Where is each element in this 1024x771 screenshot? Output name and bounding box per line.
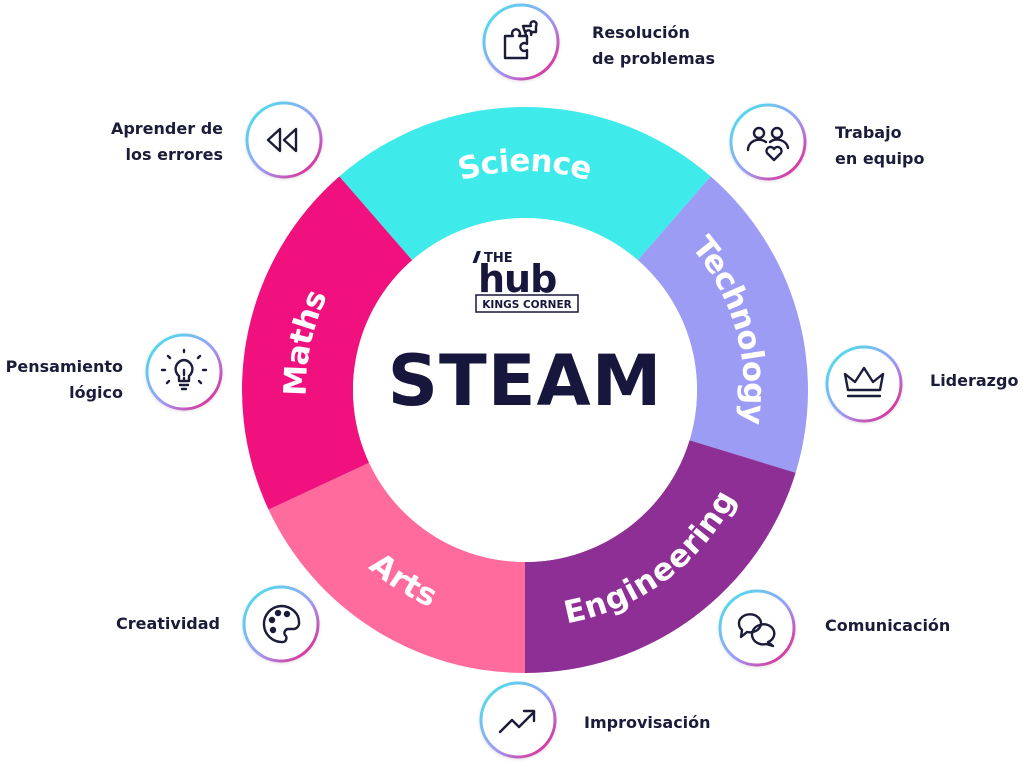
skill-label-problem-solving: Resolución de problemas (592, 23, 715, 68)
skill-circle-teamwork (729, 103, 807, 181)
logo-hub: hub (478, 257, 556, 301)
logo-frame (475, 294, 579, 313)
team-heart-icon (746, 126, 790, 162)
skill-circle-communication (718, 589, 796, 667)
logo-slash (472, 251, 481, 263)
segment-science (339, 106, 711, 261)
skill-label-teamwork: Trabajo en equipo (835, 123, 925, 168)
skill-circle-improvisation (479, 681, 557, 759)
chat-bubbles-icon (737, 613, 776, 648)
puzzle-icon (503, 20, 538, 60)
skill-label-communication: Comunicación (825, 616, 951, 635)
skill-circle-problem-solving (482, 3, 560, 81)
logo-kings-corner: KINGS CORNER (482, 299, 571, 311)
palette-icon (262, 604, 301, 644)
rewind-icon (266, 127, 298, 153)
segment-maths (241, 176, 413, 510)
segment-technology (637, 176, 808, 473)
skill-label-improvisation: Improvisación (584, 713, 711, 732)
steam-ring (241, 106, 808, 673)
center-title: STEAM (387, 340, 663, 422)
skill-circles (145, 3, 903, 759)
center-disc (353, 218, 697, 562)
trend-up-icon (498, 709, 536, 734)
skill-label-creativity: Creatividad (115, 614, 220, 633)
lightbulb-icon (160, 348, 208, 391)
skill-label-learn-from-mistakes: Aprender de los errores (110, 119, 223, 164)
segment-arts (268, 462, 525, 673)
hub-logo: THE hub KINGS CORNER (472, 251, 579, 313)
logo-the: THE (484, 251, 513, 266)
crown-icon (843, 366, 885, 398)
skill-circle-leadership (825, 345, 903, 423)
skill-label-leadership: Liderazgo (930, 371, 1019, 390)
segment-engineering (525, 440, 796, 673)
skill-label-logical-thinking: Pensamiento lógico (5, 357, 123, 402)
skill-circle-creativity (242, 585, 320, 663)
